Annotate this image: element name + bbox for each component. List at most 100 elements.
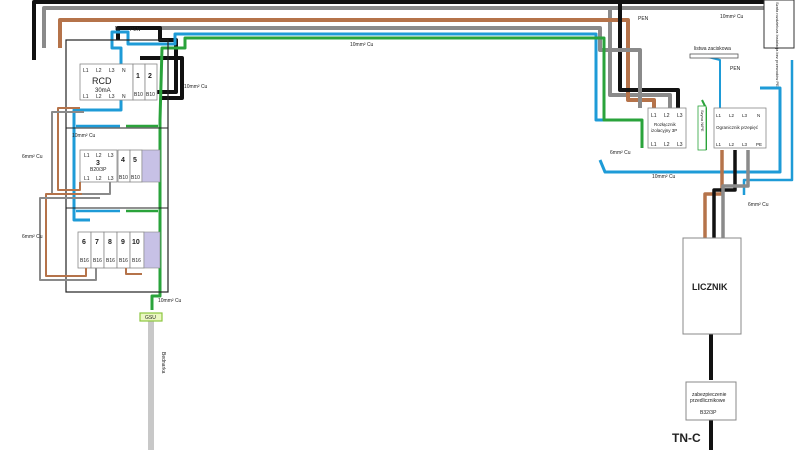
breaker-10-number: 10 [132, 239, 140, 246]
label-cu10-rcd: 10mm² Cu [184, 84, 208, 90]
rcd-term-top-l2: L2 [96, 68, 102, 74]
isolator-term-top-l3: L3 [677, 113, 683, 119]
terminal-strip-label: listwa zaciskowa [694, 46, 731, 52]
surge-term-bot-l3: L3 [742, 142, 748, 147]
breaker-1-number: 1 [136, 73, 140, 80]
breaker-4-number: 4 [121, 157, 125, 164]
breaker-4-rating: B10 [119, 175, 128, 181]
pre-meter-fuse-rating: B32/3P [700, 410, 717, 416]
breaker-6-rating: B16 [80, 258, 89, 264]
breaker-6-number: 6 [82, 239, 86, 246]
breaker-3-term-top-l1: L1 [84, 153, 90, 159]
wire-meter-grey [721, 150, 750, 238]
breaker-8-rating: B16 [106, 258, 115, 264]
breaker-3-number: 3 [96, 160, 100, 167]
gsu-label: GSU [145, 315, 156, 321]
isolator-term-bot-l1: L1 [651, 142, 657, 148]
surge-term-top-l2: L2 [729, 113, 735, 118]
breaker-2 [144, 63, 158, 101]
wire-blue-top [110, 30, 640, 122]
rcd-term-top-l3: L3 [109, 68, 115, 74]
wire-brown-top [58, 18, 656, 108]
label-n-left: N [115, 26, 119, 32]
rcd-title: RCD [92, 76, 112, 86]
rcd-term-top-l1: L1 [83, 68, 89, 74]
wire-grey-loop-2 [39, 197, 100, 281]
surge-module [713, 107, 767, 149]
external-box [763, 0, 795, 49]
wire-grey-top [42, 0, 787, 48]
surge-term-top-l3: L3 [742, 113, 748, 118]
label-cu10-right: 10mm² Cu [720, 14, 744, 20]
breaker-7-rating: B16 [93, 258, 102, 264]
external-box-label: Szafa rozdzielcza Instalacja bez przewod… [775, 2, 780, 87]
wire-green-pe [150, 36, 644, 310]
label-cu10-bottom: 10mm² Cu [652, 174, 676, 180]
isolator-term-top-l2: L2 [664, 113, 670, 119]
breaker-2-number: 2 [148, 73, 152, 80]
isolator-term-top-l1: L1 [651, 113, 657, 119]
label-pen-left: PEN [130, 27, 141, 33]
pre-meter-fuse [685, 381, 737, 421]
rcd-term-bot-l1: L1 [83, 94, 89, 100]
breaker-5-rating: B10 [131, 175, 140, 181]
breaker-3-term-top-l2: L2 [96, 153, 102, 159]
terminal-strip [689, 53, 739, 59]
label-cu10-n: 10mm² Cu [72, 133, 96, 139]
pre-meter-fuse-line1: zabezpieczenie [692, 392, 727, 398]
isolator-line2: izolacyjny 3P [651, 128, 677, 133]
ground-rod-label: Bednarka [160, 352, 166, 374]
breaker-3-term-top-l3: L3 [108, 153, 114, 159]
rcd-term-bot-l2: L2 [96, 94, 102, 100]
label-cu6-meter: 6mm² Cu [748, 202, 769, 208]
gsu-box [139, 312, 163, 322]
breaker-3 [79, 149, 118, 183]
label-cu6-right: 6mm² Cu [610, 150, 631, 156]
breaker-5-number: 5 [133, 157, 137, 164]
zero-bar [697, 105, 707, 151]
label-cu10-gsu: 10mm² Cu [158, 298, 182, 304]
wire-brown-bottom [125, 268, 142, 275]
breaker-3-rating: B20/3P [90, 167, 107, 173]
breaker-8-number: 8 [108, 239, 112, 246]
surge-term-bot-l1: L1 [716, 142, 722, 147]
label-pen-right-2: PEN [730, 66, 741, 72]
meter-label: LICZNIK [692, 282, 728, 292]
breaker-row3-spare [143, 231, 161, 269]
ground-rod [148, 320, 154, 450]
isolator-module [647, 107, 687, 149]
breaker-3-term-bot-l1: L1 [84, 176, 90, 182]
surge-term-top-l1: L1 [716, 113, 722, 118]
surge-term-bot-pe: PE [756, 142, 762, 147]
label-pen-right: PEN [638, 16, 649, 22]
rcd-term-bot-l3: L3 [109, 94, 115, 100]
breaker-1-rating: B10 [134, 92, 143, 98]
breaker-3-term-bot-l2: L2 [96, 176, 102, 182]
breaker-10-rating: B16 [132, 258, 141, 264]
isolator-line1: Rozłącznik [654, 122, 677, 127]
isolator-term-bot-l3: L3 [677, 142, 683, 148]
isolator-term-bot-l2: L2 [664, 142, 670, 148]
breaker-3-term-bot-l3: L3 [108, 176, 114, 182]
pre-meter-fuse-line2: przedlicznikowe [690, 398, 726, 404]
zero-bar-label: Szyna N/PE [700, 110, 705, 132]
surge-label: Ogranicznik przepięć [716, 125, 759, 130]
wire-black-top [32, 0, 770, 108]
wire-brown-loop-1 [57, 107, 81, 191]
wire-brown-loop-2 [45, 193, 87, 277]
breaker-row2-spare [141, 149, 161, 183]
label-cu6-left-2: 6mm² Cu [22, 234, 43, 240]
surge-term-bot-l2: L2 [729, 142, 735, 147]
breaker-2-rating: B10 [146, 92, 155, 98]
rcd-term-top-n: N [122, 68, 126, 74]
surge-term-top-n: N [757, 113, 760, 118]
label-cu10-top: 10mm² Cu [350, 42, 374, 48]
rcd-rating: 30mA [95, 88, 111, 94]
breaker-9-number: 9 [121, 239, 125, 246]
rcd-term-bot-n: N [122, 94, 126, 100]
panel-frame [65, 39, 169, 293]
wire-blue-long [598, 86, 782, 174]
label-cu6-left-1: 6mm² Cu [22, 154, 43, 160]
wire-blue-n [72, 96, 123, 222]
